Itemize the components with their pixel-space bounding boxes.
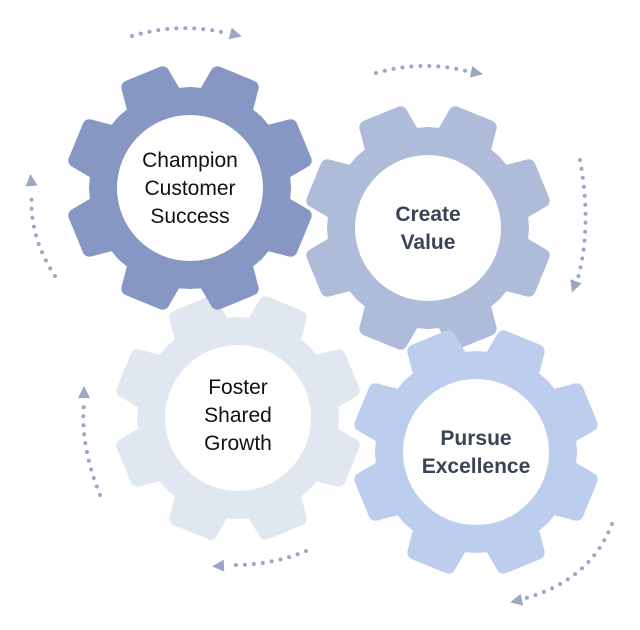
label-line: Value [400,231,456,254]
gear-create-hub [355,155,501,301]
arrowhead-icon [228,27,242,40]
arrowhead-icon [212,559,225,572]
arrowhead-icon [25,174,38,187]
cycle-arrows [25,26,614,606]
dotted-arc [81,401,102,497]
label-pursue-excellence: Pursue Excellence [406,425,546,481]
dotted-arc [29,190,57,278]
arrowhead-icon [510,593,524,606]
arrowhead-icon [469,65,483,78]
dotted-arc [576,158,588,280]
label-line: Create [395,203,461,226]
gear-pursue-hub [403,379,549,525]
label-line: Excellence [421,455,531,478]
label-line: Customer [144,177,236,200]
label-line: Champion [142,149,238,172]
dotted-arc [226,549,308,568]
label-foster-shared-growth: Foster Shared Growth [168,374,308,458]
arrowhead-icon [78,386,90,398]
label-line: Pursue [440,427,512,450]
arrowhead-icon [570,279,582,293]
label-champion-customer-success: Champion Customer Success [120,147,260,231]
gear-foster-hub [165,345,311,491]
label-line: Shared [204,404,272,427]
label-line: Foster [208,376,268,399]
dotted-arc [374,64,468,75]
gear-champion-hub [117,115,263,261]
label-line: Growth [204,432,272,455]
label-create-value: Create Value [358,201,498,257]
label-line: Success [150,205,230,228]
dotted-arc [130,26,228,38]
